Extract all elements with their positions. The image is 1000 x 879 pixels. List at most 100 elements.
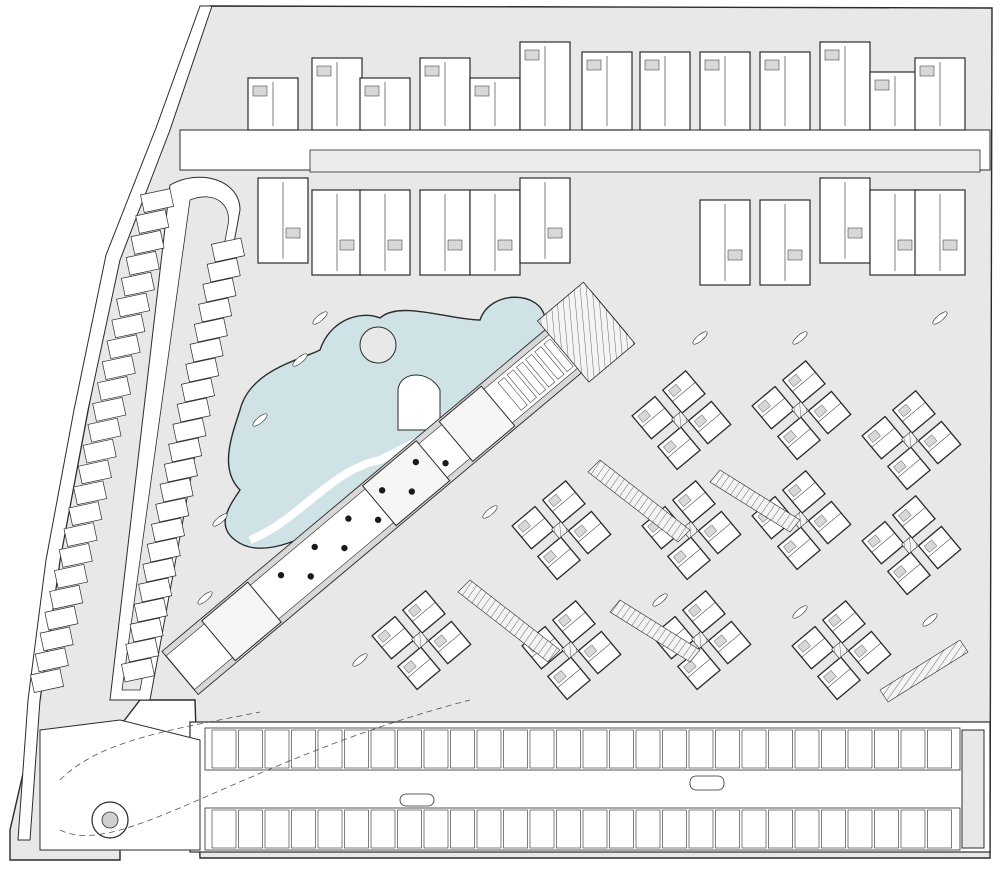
parking-stall: [101, 355, 136, 380]
room: [673, 550, 687, 564]
tree-icon: [292, 353, 308, 367]
partition: [817, 512, 842, 533]
parking-stall: [92, 396, 127, 422]
furniture-dot: [408, 488, 416, 495]
parking-stall: [370, 729, 396, 769]
parking-stall: [529, 809, 555, 849]
room: [893, 565, 907, 579]
room: [898, 508, 912, 523]
room: [704, 59, 720, 71]
parking-stall: [206, 257, 241, 283]
parking-stall: [874, 729, 899, 769]
room: [524, 49, 540, 61]
partition: [832, 612, 856, 632]
parking-stall: [529, 729, 555, 769]
tree-icon: [197, 591, 213, 605]
stair-core: [901, 536, 919, 554]
partition: [687, 658, 711, 679]
partition: [552, 492, 576, 512]
parking-stall: [476, 729, 502, 769]
parking-stall: [874, 809, 899, 849]
room: [824, 49, 840, 61]
room: [558, 613, 572, 628]
partition: [871, 427, 895, 448]
tree-icon: [652, 593, 668, 607]
partition: [672, 382, 696, 402]
parking-stall: [140, 188, 175, 213]
lounger: [497, 377, 528, 411]
room: [898, 403, 912, 418]
parking-stall: [927, 729, 952, 769]
parking-stall: [609, 729, 634, 769]
parking-stall: [163, 457, 198, 483]
room: [364, 85, 380, 97]
stair-core: [791, 401, 809, 419]
parking-stall: [847, 809, 873, 849]
house-cluster: [751, 469, 852, 571]
room: [553, 670, 567, 684]
partition: [897, 458, 921, 479]
car-icon: [399, 793, 435, 807]
partition: [577, 522, 602, 543]
furniture-dot: [378, 487, 386, 494]
stair-core: [831, 641, 849, 659]
stair-paths: [457, 459, 969, 703]
parking-stall: [291, 809, 316, 849]
apartment-units: [247, 41, 966, 286]
tree-icon: [922, 613, 938, 627]
room: [424, 65, 440, 77]
parking-stall: [344, 729, 369, 769]
parking-stall: [768, 729, 793, 769]
partition: [787, 538, 811, 559]
room: [668, 383, 682, 398]
furniture-dot: [311, 543, 318, 551]
parking-stall: [741, 809, 767, 849]
parking-stall: [30, 668, 65, 693]
parking-stall: [111, 313, 146, 339]
partition: [817, 402, 842, 423]
room: [688, 603, 702, 618]
parking-stall: [193, 317, 228, 343]
house-cluster: [511, 479, 612, 581]
lounger: [516, 361, 547, 396]
parking-stall: [317, 729, 343, 769]
parking-stall: [77, 459, 112, 485]
room: [757, 399, 771, 413]
house-cluster: [861, 389, 962, 491]
house-cluster: [751, 359, 852, 461]
partition: [557, 668, 581, 689]
parking-stall: [556, 809, 581, 849]
parking-stall: [715, 729, 740, 769]
parking-stall: [87, 417, 122, 443]
partition: [761, 397, 785, 418]
parking-stall: [68, 501, 103, 527]
parking-stall: [821, 729, 846, 769]
parking-stall: [58, 543, 93, 568]
stair-core: [671, 411, 689, 429]
room: [897, 239, 913, 251]
landscape-trees: [197, 311, 948, 667]
room: [683, 660, 697, 674]
furniture-dot: [277, 571, 285, 579]
parking-stall: [133, 597, 168, 623]
room: [517, 519, 531, 533]
room: [703, 524, 718, 538]
parking-stall: [609, 809, 634, 849]
room: [764, 59, 780, 71]
parking-stall: [39, 626, 74, 652]
room: [787, 249, 803, 261]
tree-icon: [312, 311, 328, 325]
partition: [547, 548, 571, 569]
parking-stall: [847, 729, 873, 769]
tree-icon: [792, 605, 808, 619]
room: [783, 430, 797, 444]
parking-stall: [211, 729, 237, 769]
parking-stall: [211, 809, 237, 849]
room: [497, 239, 513, 251]
parking-stall: [264, 729, 290, 769]
partition: [562, 612, 586, 632]
parking-stall: [291, 729, 316, 769]
furniture-dot: [307, 573, 314, 580]
tree-icon: [792, 331, 808, 345]
tree-icon: [352, 653, 368, 667]
